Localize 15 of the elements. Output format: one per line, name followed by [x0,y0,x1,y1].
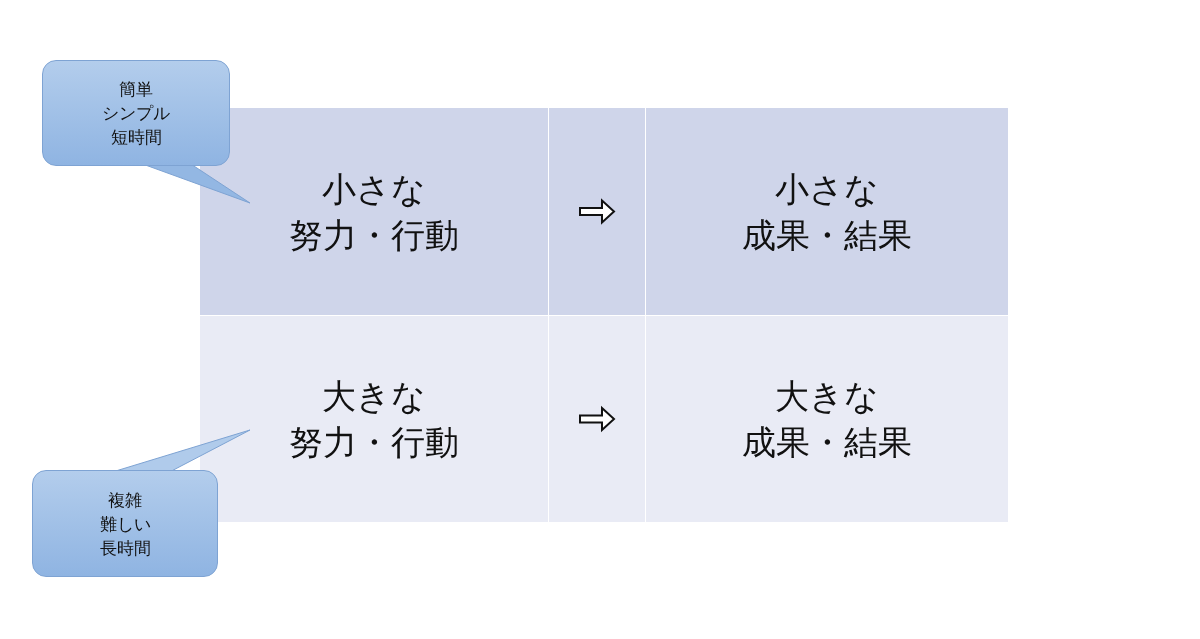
table-cell [646,108,1008,315]
cell-text: 小さな努力・行動 [289,167,459,257]
callout-box [42,60,230,166]
table-cell [200,108,548,315]
cell-text: 小さな成果・結果 [742,167,912,257]
callout-text: 簡単シンプル短時間 [102,78,170,149]
cell-text: 大きな努力・行動 [289,375,459,464]
arrow [579,198,616,225]
callout-tail [115,429,251,472]
callout-box [32,470,218,577]
table-cell [646,316,1008,522]
cell-text: 大きな成果・結果 [742,375,912,464]
callout-text: 複雑難しい長時間 [99,488,151,560]
arrow [579,405,616,433]
table-cell [200,316,548,522]
